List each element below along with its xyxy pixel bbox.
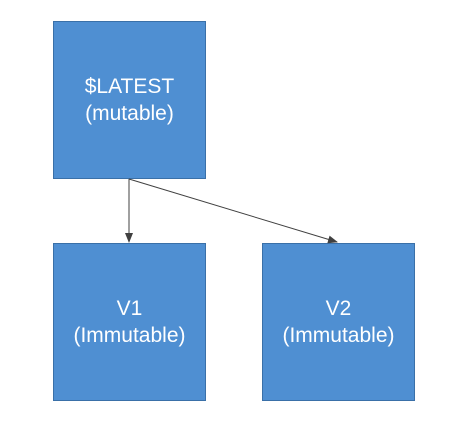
node-latest-subtitle: (mutable) xyxy=(85,102,174,125)
node-v1: V1 (Immutable) xyxy=(53,243,206,401)
node-v1-title: V1 xyxy=(116,297,143,320)
node-latest-title: $LATEST xyxy=(84,75,175,98)
node-v2-title: V2 xyxy=(325,297,352,320)
node-latest: $LATEST (mutable) xyxy=(53,21,206,179)
node-v1-subtitle: (Immutable) xyxy=(73,324,186,347)
node-v2: V2 (Immutable) xyxy=(262,243,415,401)
edge-latest-v2 xyxy=(128,178,338,244)
node-v2-subtitle: (Immutable) xyxy=(282,324,395,347)
